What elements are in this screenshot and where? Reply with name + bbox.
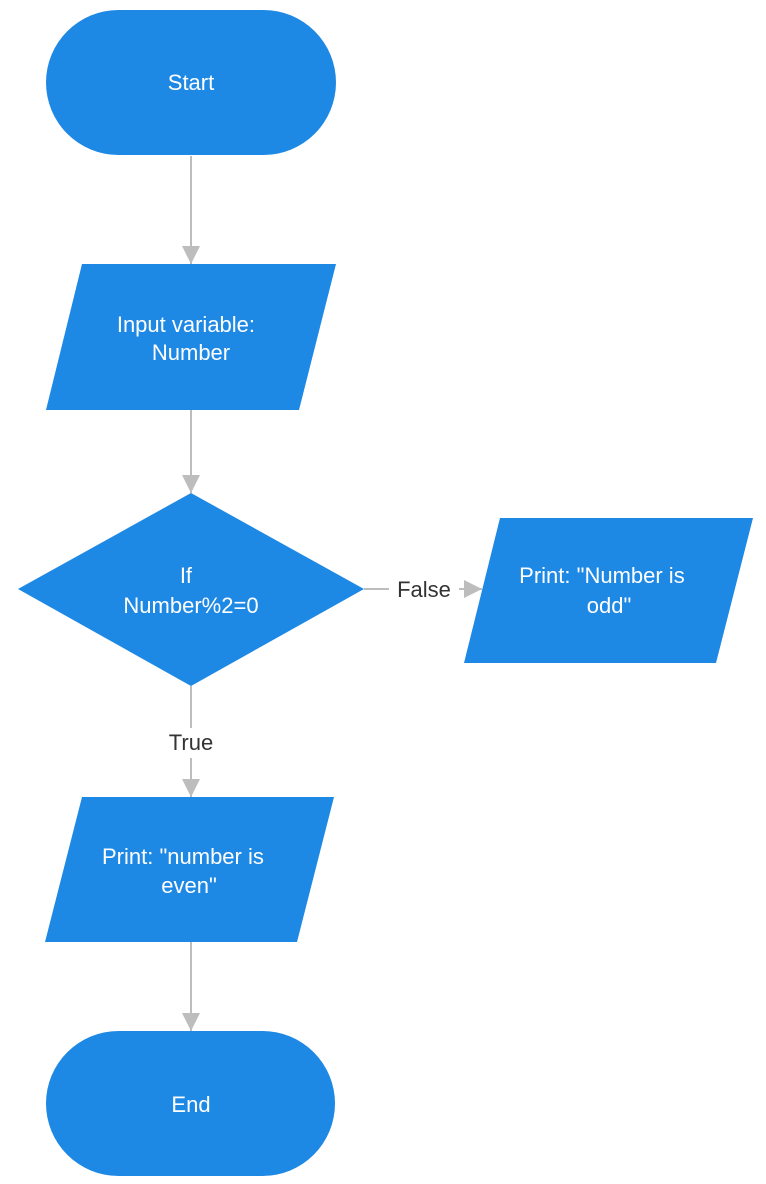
print-odd-parallelogram-shape [464,518,753,663]
decision-label: If Number%2=0 [123,563,258,618]
start-label-line-1: Start [168,70,214,95]
start-label: Start [168,70,214,95]
edge-label-false: False [397,577,451,602]
node-start: Start [46,10,336,155]
print-odd-label: Print: "Number is odd" [519,563,691,618]
decision-diamond-shape [18,493,364,686]
decision-label-line-1: If [180,563,193,588]
node-decision: If Number%2=0 [18,493,364,686]
decision-label-line-2: Number%2=0 [123,593,258,618]
input-label-line-2: Number [152,340,230,365]
node-print-even: Print: "number is even" [45,797,334,942]
end-label-line-1: End [171,1092,210,1117]
print-odd-label-line-2: odd" [587,593,632,618]
end-terminator-shape [46,1031,335,1176]
input-parallelogram-shape [46,264,336,410]
connectors [182,156,482,1031]
input-label-line-1: Input variable: [117,312,255,337]
node-end: End [46,1031,335,1176]
print-even-parallelogram-shape [45,797,334,942]
print-even-label-line-2: even" [161,873,217,898]
node-print-odd: Print: "Number is odd" [464,518,753,663]
edge-label-true: True [169,730,213,755]
print-even-label: Print: "number is even" [102,844,270,898]
print-even-label-line-1: Print: "number is [102,844,264,869]
end-label: End [171,1092,210,1117]
start-terminator-shape [46,10,336,155]
print-odd-label-line-1: Print: "Number is [519,563,685,588]
node-input: Input variable: Number [46,264,336,410]
input-label: Input variable: Number [117,312,261,365]
